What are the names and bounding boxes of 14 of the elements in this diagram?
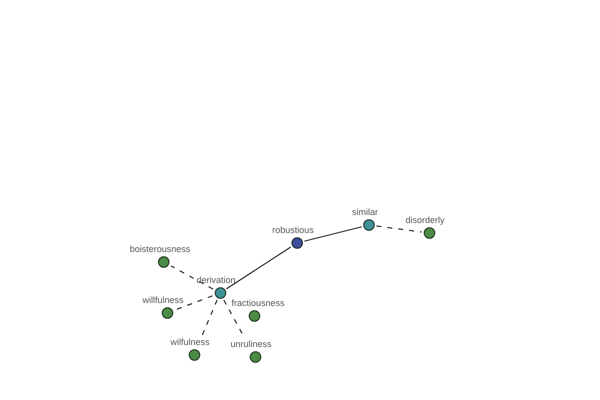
node-label: fractiousness	[231, 298, 285, 309]
node-label: wilfulness	[170, 337, 210, 348]
node-label: derivation	[196, 275, 236, 286]
node-label: willfulness	[142, 295, 184, 306]
node-label: disorderly	[406, 215, 444, 226]
node-label: unruliness	[230, 339, 272, 350]
dashed-connector	[170, 265, 214, 290]
connector-line	[226, 246, 292, 290]
node-label: similar	[352, 207, 378, 218]
node-label: boisterousness	[130, 244, 190, 255]
connector-line	[304, 226, 362, 242]
node-label: robustious	[272, 225, 314, 236]
dashed-connector	[376, 226, 422, 232]
dashed-connector	[202, 299, 218, 336]
